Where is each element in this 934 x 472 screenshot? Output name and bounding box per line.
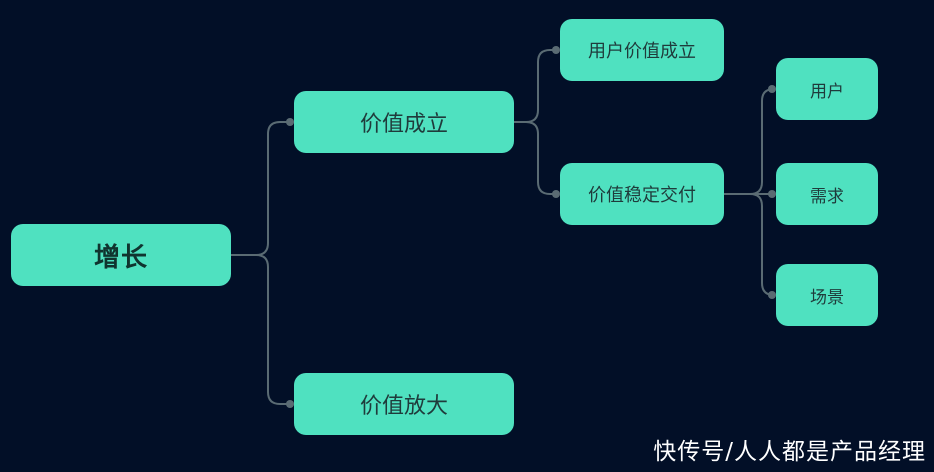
node-label: 增长 [93,242,148,273]
node-value-amplified[interactable]: 价值放大 [294,373,514,435]
node-label: 用户价值成立 [588,41,696,62]
connector-established-to-stable-delivery [514,121,556,195]
connector-dot [552,190,560,198]
connector-dot [768,85,776,93]
connector-dot [768,291,776,299]
connector-root-to-value-amplified [231,254,290,405]
connector-delivery-to-user [724,88,775,195]
node-label: 需求 [810,186,844,207]
node-demand[interactable]: 需求 [776,163,878,225]
watermark: 快传号/人人都是产品经理 [653,439,926,465]
connector-dot [286,118,294,126]
node-root-growth[interactable]: 增长 [11,224,231,286]
node-scenario[interactable]: 场景 [776,264,878,326]
connector-dot [286,400,294,408]
node-label: 价值放大 [359,394,448,419]
node-value-stable-delivery[interactable]: 价值稳定交付 [560,163,724,225]
connector-established-to-user-value [514,49,556,123]
node-user[interactable]: 用户 [776,58,878,120]
connector-dot [552,46,560,54]
node-label: 价值成立 [359,112,448,137]
connector-root-to-value-established [231,121,290,256]
node-value-established[interactable]: 价值成立 [294,91,514,153]
node-user-value-established[interactable]: 用户价值成立 [560,19,724,81]
connector-dot [768,190,776,198]
node-label: 场景 [810,287,844,308]
node-label: 价值稳定交付 [588,185,696,206]
connector-delivery-to-scenario [724,193,775,296]
node-label: 用户 [810,81,844,102]
